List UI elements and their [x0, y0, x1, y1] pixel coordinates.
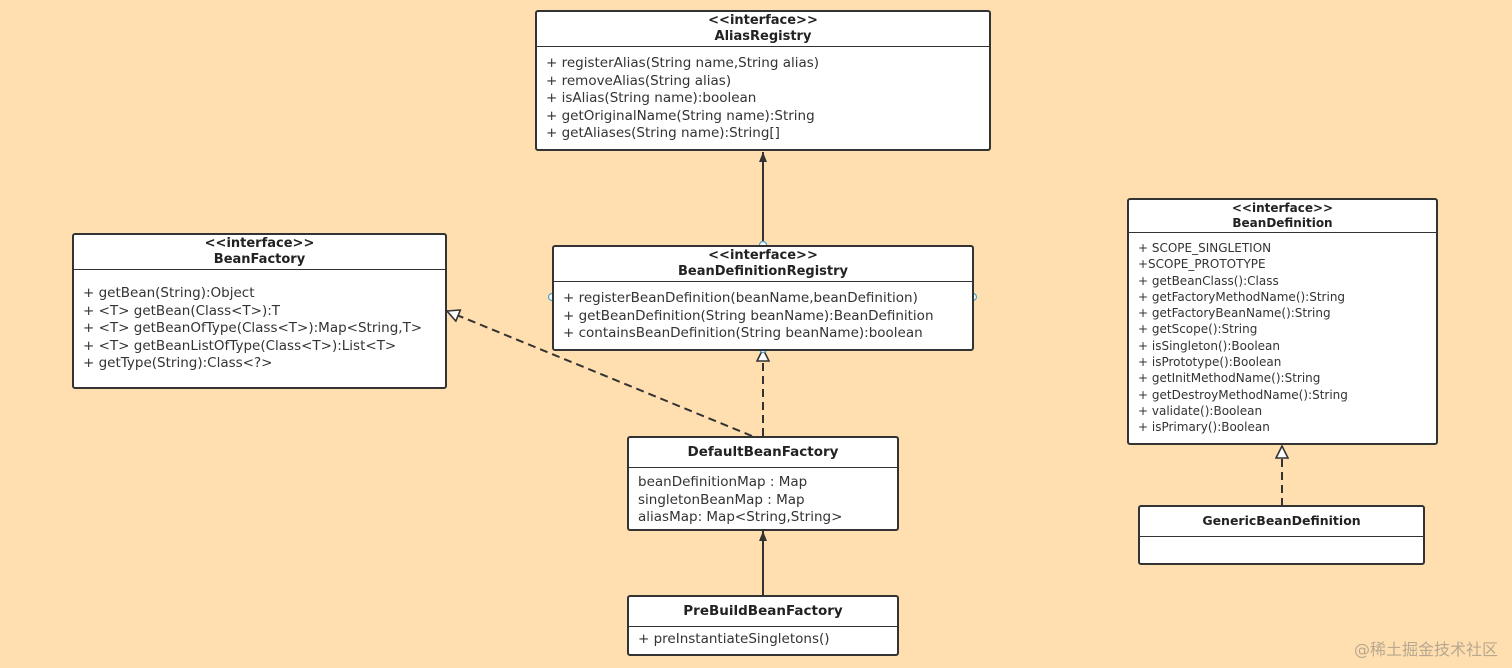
class-header: <<interface>> BeanDefinitionRegistry — [554, 247, 972, 282]
member: + getFactoryBeanName():String — [1138, 306, 1331, 321]
member: + removeAlias(String alias) — [546, 72, 732, 89]
member: + isSingleton():Boolean — [1138, 338, 1280, 353]
watermark: @稀土掘金技术社区 — [1353, 640, 1498, 659]
stereotype-label: <<interface>> — [1231, 201, 1334, 215]
member: singletonBeanMap : Map — [638, 491, 805, 508]
stereotype-label: <<interface>> — [708, 13, 818, 28]
member: + getOriginalName(String name):String — [546, 107, 815, 124]
class-generic-bean-definition[interactable]: GenericBeanDefinition — [1138, 505, 1425, 565]
member-list: + registerBeanDefinition(beanName,beanDe… — [554, 282, 972, 349]
member: + registerBeanDefinition(beanName,beanDe… — [563, 290, 918, 306]
member: + getBeanClass():Class — [1138, 273, 1279, 288]
class-name: BeanFactory — [213, 252, 306, 267]
class-header: <<interface>> BeanDefinition — [1129, 200, 1436, 233]
class-header: <<interface>> AliasRegistry — [537, 12, 989, 47]
member: + getDestroyMethodName():String — [1138, 387, 1348, 402]
member: + getBeanDefinition(String beanName):Bea… — [563, 307, 934, 324]
class-header: DefaultBeanFactory — [629, 438, 897, 468]
class-name: DefaultBeanFactory — [687, 444, 839, 460]
member: + isAlias(String name):boolean — [546, 90, 757, 106]
member: + <T> getBean(Class<T>):T — [83, 302, 281, 319]
member: beanDefinitionMap : Map — [638, 474, 808, 490]
member: + registerAlias(String name,String alias… — [546, 55, 820, 71]
class-pre-build-bean-factory[interactable]: PreBuildBeanFactory + preInstantiateSing… — [627, 595, 899, 656]
member: + getType(String):Class<?> — [83, 355, 273, 371]
class-bean-definition-registry[interactable]: <<interface>> BeanDefinitionRegistry + r… — [552, 245, 974, 351]
class-bean-factory[interactable]: <<interface>> BeanFactory + getBean(Stri… — [72, 233, 447, 389]
class-header: <<interface>> BeanFactory — [74, 235, 445, 270]
member: + isPrototype():Boolean — [1138, 355, 1282, 370]
member: + SCOPE_SINGLETION — [1138, 241, 1272, 255]
class-header: GenericBeanDefinition — [1140, 507, 1423, 537]
class-alias-registry[interactable]: <<interface>> AliasRegistry + registerAl… — [535, 10, 991, 151]
member: + containsBeanDefinition(String beanName… — [563, 325, 923, 341]
member: + getInitMethodName():String — [1138, 371, 1321, 386]
member: + getScope():String — [1138, 322, 1258, 337]
member-list: beanDefinitionMap : Map singletonBeanMap… — [629, 468, 897, 529]
member-list — [1140, 537, 1423, 549]
member: + getAliases(String name):String[] — [546, 125, 780, 141]
class-name: AliasRegistry — [714, 29, 812, 44]
member: +SCOPE_PROTOTYPE — [1138, 257, 1266, 272]
class-bean-definition[interactable]: <<interface>> BeanDefinition + SCOPE_SIN… — [1127, 198, 1438, 445]
member: + preInstantiateSingletons() — [638, 631, 830, 647]
member: + <T> getBeanOfType(Class<T>):Map<String… — [83, 320, 423, 336]
member: + getFactoryMethodName():String — [1138, 289, 1346, 304]
member: aliasMap: Map<String,String> — [638, 509, 843, 525]
member: + getBean(String):Object — [83, 285, 255, 301]
member: + <T> getBeanListOfType(Class<T>):List<T… — [83, 337, 397, 354]
member-list: + getBean(String):Object + <T> getBean(C… — [74, 270, 445, 379]
class-name: BeanDefinitionRegistry — [678, 264, 848, 279]
member-list: + registerAlias(String name,String alias… — [537, 47, 989, 149]
stereotype-label: <<interface>> — [204, 236, 315, 251]
member: + isPrimary():Boolean — [1138, 420, 1270, 435]
member-list: + SCOPE_SINGLETION +SCOPE_PROTOTYPE + ge… — [1129, 233, 1436, 442]
class-header: PreBuildBeanFactory — [629, 597, 897, 627]
class-default-bean-factory[interactable]: DefaultBeanFactory beanDefinitionMap : M… — [627, 436, 899, 531]
stereotype-label: <<interface>> — [708, 248, 818, 263]
class-name: BeanDefinition — [1232, 216, 1333, 230]
member: + validate():Boolean — [1138, 403, 1263, 418]
member-list: + preInstantiateSingletons() — [629, 627, 897, 654]
implements-edge-default-to-beanfactory — [447, 311, 753, 437]
class-name: PreBuildBeanFactory — [683, 603, 843, 619]
class-name: GenericBeanDefinition — [1202, 513, 1361, 528]
